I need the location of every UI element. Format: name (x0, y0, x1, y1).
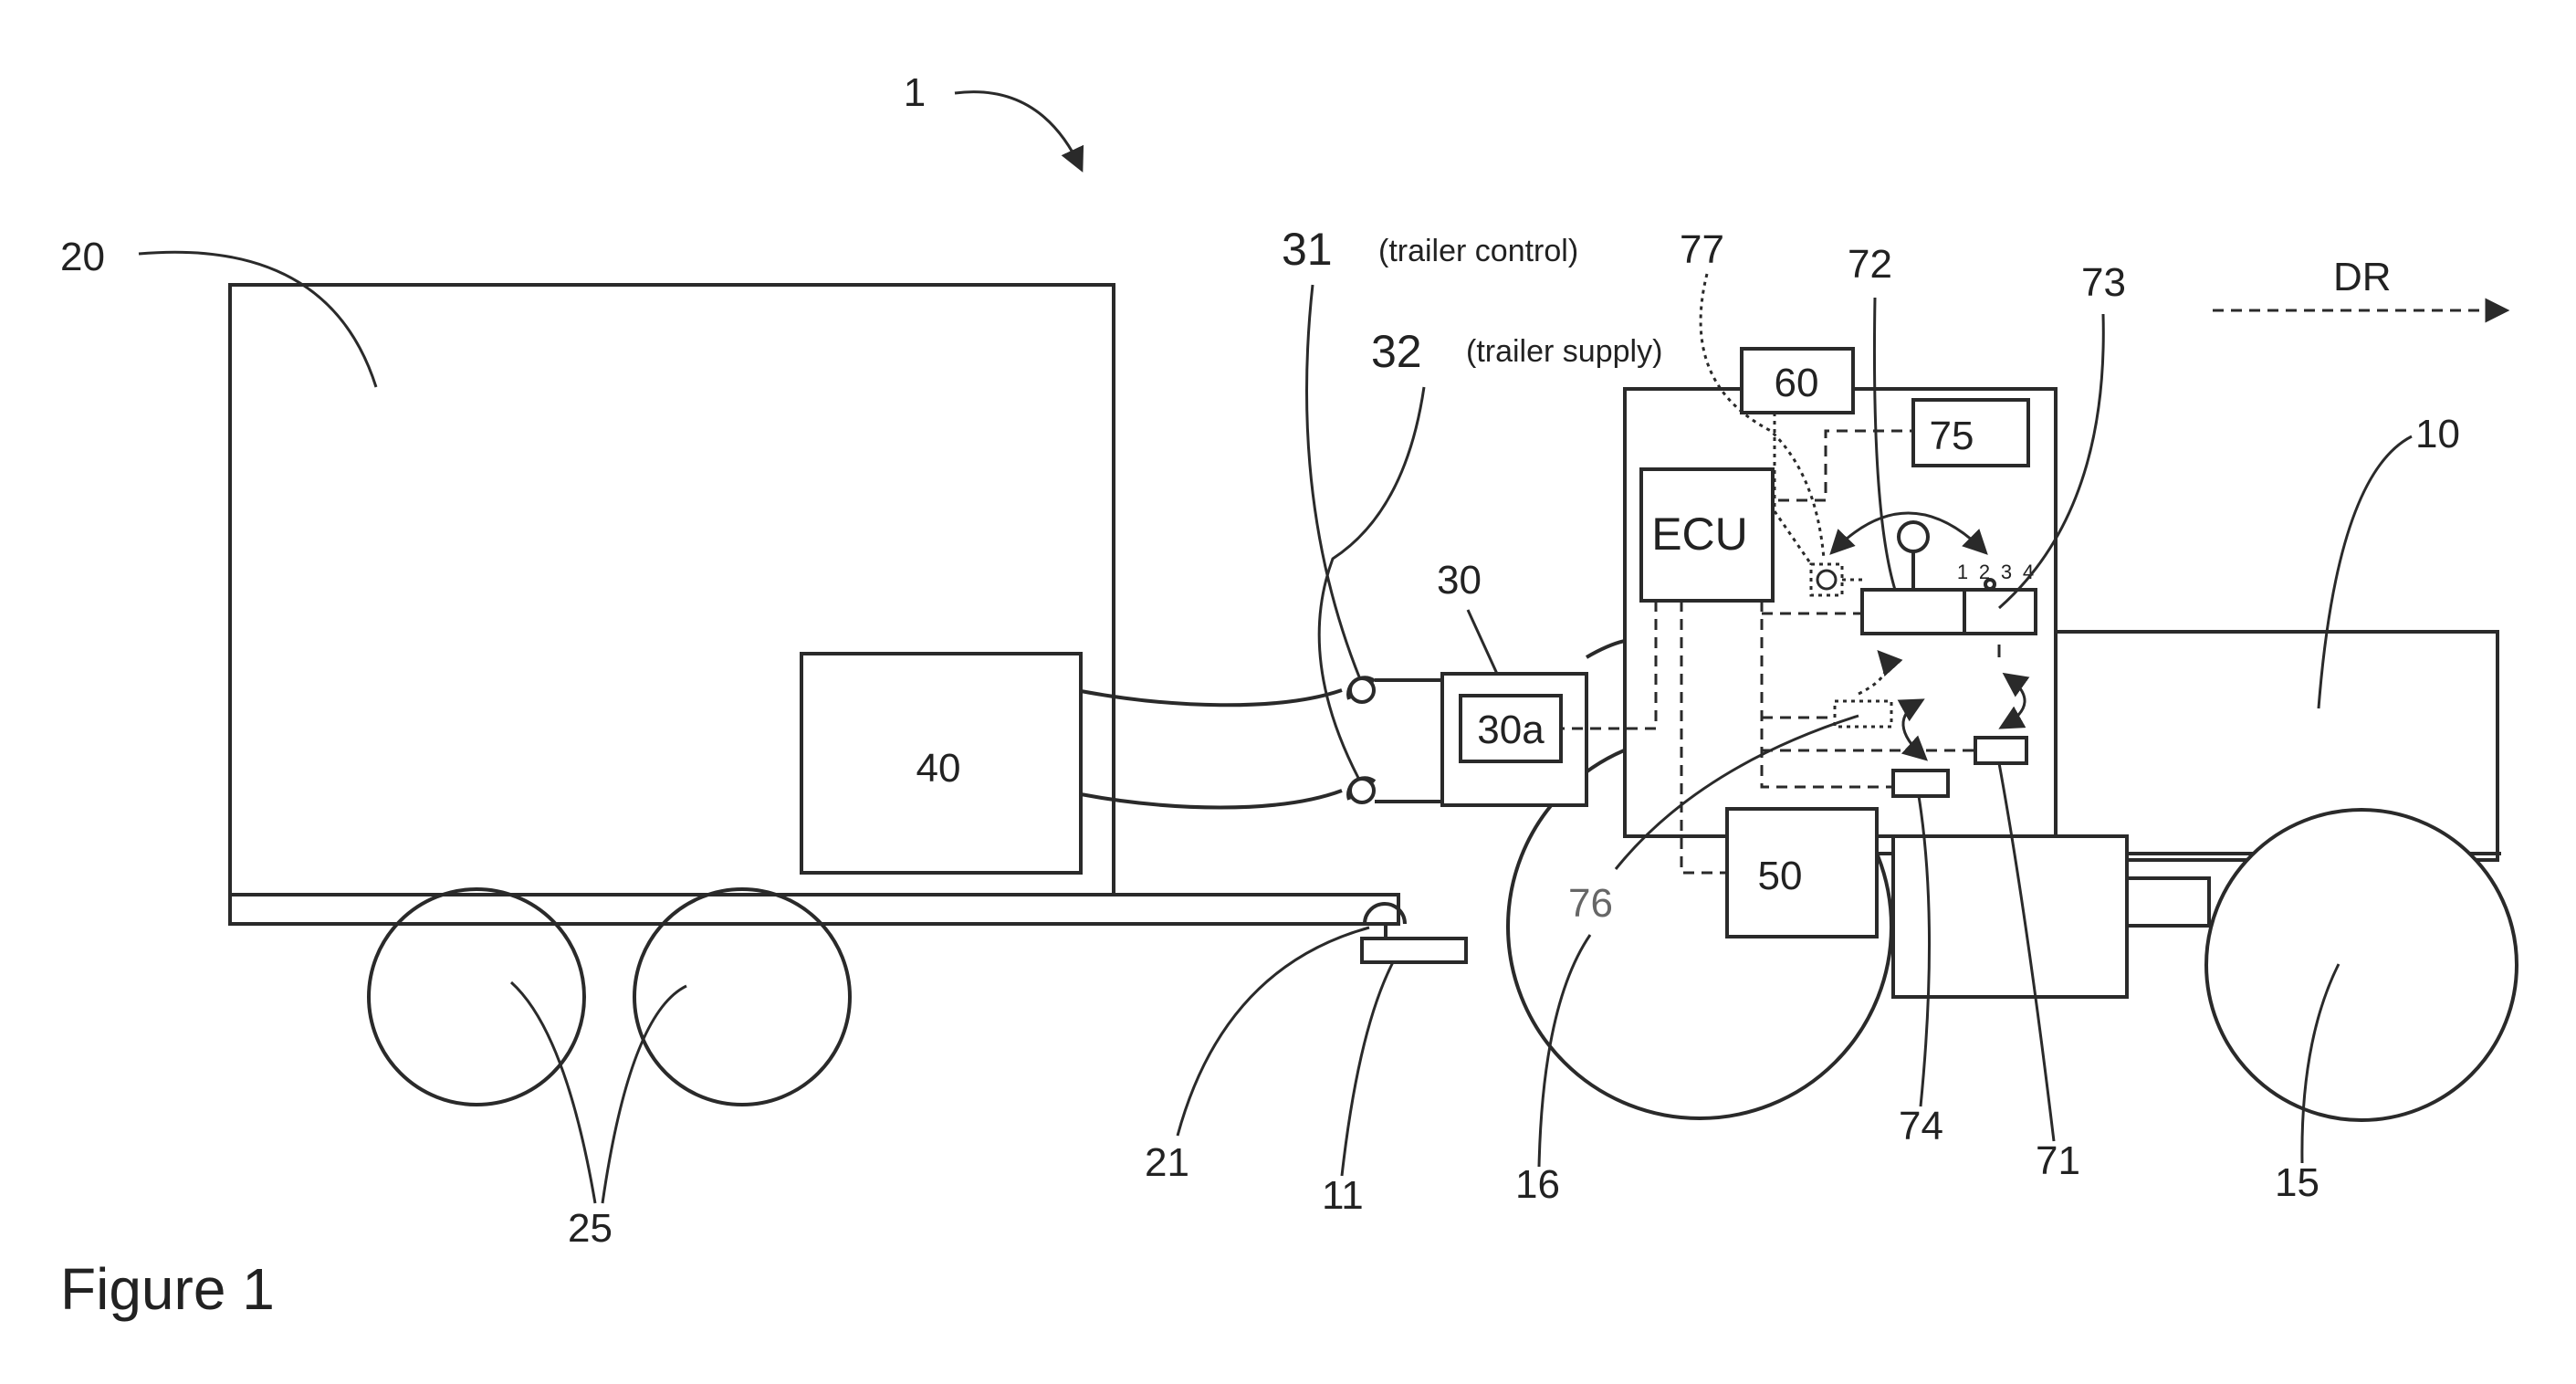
label-25: 25 (568, 1206, 613, 1251)
leader-10 (2317, 435, 2413, 709)
switch-76 (1833, 699, 1893, 729)
switch-74 (1891, 769, 1950, 798)
switch-76-arrow (1858, 650, 1903, 696)
leader-1 (954, 90, 1084, 173)
leader-16 (1537, 934, 1592, 1168)
tractor-front-wheel (2204, 808, 2518, 1122)
gate-73 (1963, 588, 2037, 635)
leader-20 (138, 250, 378, 388)
label-31: 31 (1282, 224, 1333, 275)
trailer-wheel-front (367, 887, 586, 1106)
wire-ecu-30a (1561, 601, 1658, 730)
box-ecu-label: ECU (1651, 509, 1748, 560)
label-15: 15 (2275, 1160, 2319, 1205)
kingpin-21 (1363, 902, 1407, 925)
wire-60-77 (1773, 413, 1813, 565)
box-40-label: 40 (916, 746, 961, 791)
label-trailer-control: (trailer control) (1378, 234, 1578, 268)
label-32: 32 (1371, 326, 1422, 377)
leader-25-b (601, 984, 687, 1204)
figure-caption: Figure 1 (60, 1256, 275, 1322)
box-60-label: 60 (1775, 361, 1819, 405)
label-trailer-supply: (trailer supply) (1466, 334, 1662, 369)
lever-72-knob (1897, 520, 1930, 553)
leader-74 (1917, 795, 1932, 1107)
leader-11 (1340, 961, 1395, 1177)
gate-position-2: 2 (1979, 561, 1990, 583)
leader-71 (1997, 762, 2056, 1142)
lever-arc-arrow (1829, 511, 1988, 555)
label-1: 1 (904, 70, 926, 115)
switch-71 (1974, 736, 2028, 765)
label-71: 71 (2036, 1138, 2080, 1183)
coupling-head-32-outer (1346, 776, 1377, 801)
wire-ecu-50 (1680, 601, 1727, 875)
gate-position-1: 1 (1957, 561, 1968, 583)
label-76: 76 (1568, 881, 1613, 926)
label-21: 21 (1145, 1140, 1189, 1185)
leader-30 (1466, 609, 1499, 675)
label-10: 10 (2415, 412, 2460, 456)
label-20: 20 (60, 235, 105, 279)
leader-76 (1614, 714, 1859, 870)
box-30a-label: 30a (1477, 708, 1545, 752)
label-74: 74 (1899, 1104, 1943, 1148)
switch-71-arrow (1998, 672, 2030, 729)
leader-25-a (509, 980, 597, 1204)
switch-77 (1809, 562, 1844, 597)
fifth-wheel-11 (1360, 937, 1468, 964)
box-60 (1740, 347, 1855, 414)
reference-labels: 1 20 31 (trailer control) 32 (trailer su… (60, 70, 2510, 1322)
trailer: 40 (228, 283, 1400, 1106)
tractor-axle-link (2125, 876, 2211, 928)
leader-15 (2300, 963, 2340, 1164)
box-40 (800, 652, 1083, 875)
box-75-label: 75 (1930, 414, 1974, 458)
label-30: 30 (1437, 558, 1482, 603)
trailer-chassis (228, 893, 1400, 926)
label-77: 77 (1680, 227, 1724, 272)
leader-21 (1176, 926, 1370, 1137)
label-11: 11 (1322, 1173, 1364, 1218)
box-50 (1725, 807, 1879, 938)
switch-77-knob (1816, 569, 1838, 591)
hose-control (1080, 688, 1343, 708)
leader-72 (1872, 297, 1897, 591)
gate-73-marker (1984, 578, 1996, 591)
box-30a (1459, 694, 1563, 763)
label-73: 73 (2081, 260, 2126, 305)
leader-31 (1305, 284, 1362, 680)
box-ecu (1639, 467, 1775, 603)
tractor-fender-box (1891, 834, 2129, 999)
housing-shoulder (1585, 639, 1626, 659)
gate-position-3: 3 (2001, 561, 2012, 583)
wire-ecu-75 (1778, 429, 1913, 502)
switches (1833, 645, 2030, 798)
coupling (1360, 902, 1468, 964)
switch-74-arrow (1897, 698, 1928, 761)
box-50-label: 50 (1758, 854, 1803, 898)
label-72: 72 (1848, 242, 1892, 287)
lever-72-base (1860, 588, 1966, 635)
leader-32 (1317, 386, 1426, 779)
gate-position-4: 4 (2023, 561, 2034, 583)
leader-77 (1699, 273, 1826, 560)
label-16: 16 (1515, 1162, 1560, 1207)
label-dr: DR (2333, 255, 2392, 299)
box-75 (1911, 398, 2030, 467)
leader-73 (1998, 313, 2105, 610)
lever-72: 1 2 3 4 (1829, 511, 2037, 635)
hose-supply (1080, 789, 1343, 810)
hoses (1080, 676, 1442, 810)
module-30: 30a (1440, 672, 1588, 807)
trailer-wheel-rear (633, 887, 852, 1106)
coupling-head-31-outer (1346, 676, 1377, 700)
